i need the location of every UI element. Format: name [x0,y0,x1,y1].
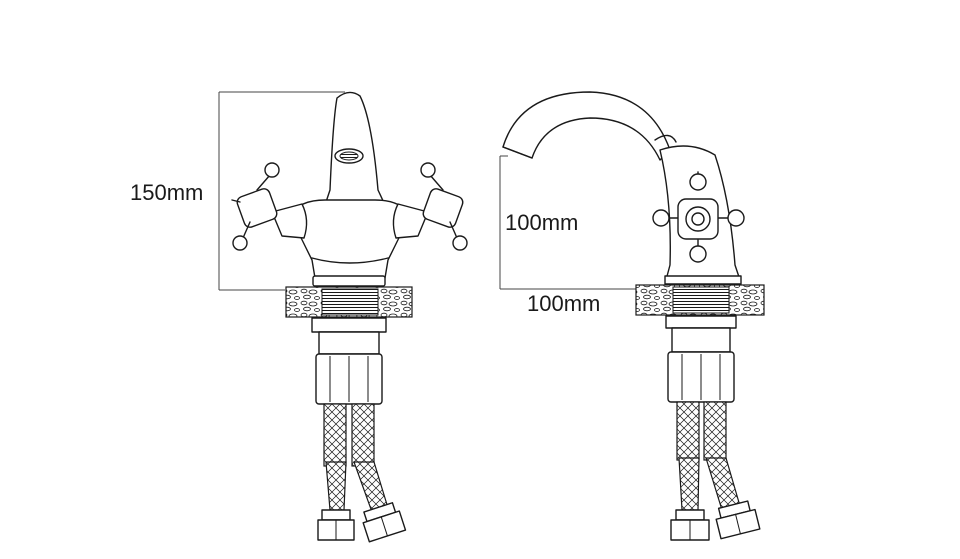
side-hose-right [703,401,727,461]
side-dimension-lines [499,155,640,290]
front-spout [324,91,386,206]
side-cross-handle [652,171,745,263]
right-cross-handle [392,162,468,251]
front-mount-plate [311,317,387,333]
front-view-faucet [218,91,468,543]
front-hose-right [351,403,375,467]
front-height-label: 150mm [130,180,204,205]
side-mount-plate [665,315,737,329]
left-cross-handle [231,162,308,251]
side-spout-height-label: 100mm [505,210,579,235]
front-hose-left [323,403,347,467]
front-height-dimension-line [218,91,345,291]
side-hose-left [676,401,700,461]
side-gooseneck-spout [502,91,671,161]
side-view-faucet [499,91,765,541]
side-spout-reach-label: 100mm [527,291,601,316]
front-body [289,199,411,279]
